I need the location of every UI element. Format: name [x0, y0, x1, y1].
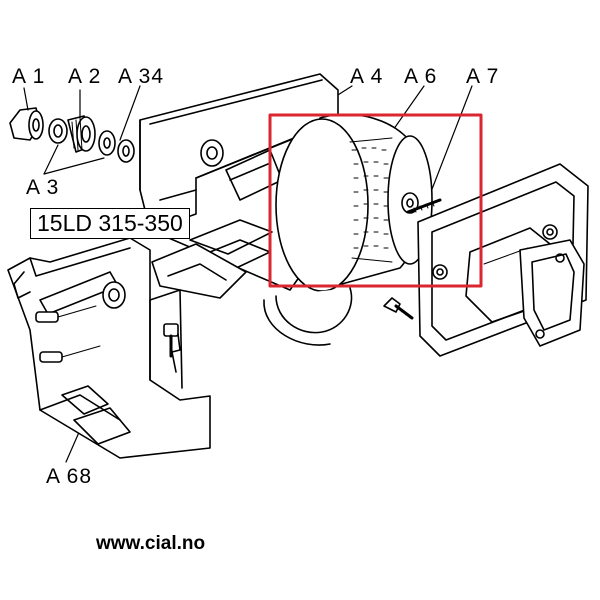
filter-perforations — [351, 147, 389, 249]
washer-part-a34 — [98, 130, 135, 163]
cap-part-a1 — [9, 107, 44, 141]
callout-a3: A 3 — [26, 176, 60, 199]
callout-a7: A 7 — [466, 65, 500, 88]
callout-a4: A 4 — [350, 65, 384, 88]
filter-element-a4-a6 — [275, 113, 433, 292]
screw-part — [383, 297, 414, 320]
stud-bolt-a7 — [406, 198, 442, 214]
bolt-part — [163, 323, 179, 358]
website-link[interactable]: www.cial.no — [96, 533, 206, 554]
intake-duct — [263, 287, 353, 346]
callout-a2: A 2 — [68, 65, 102, 88]
highlight-frame — [268, 113, 483, 288]
callout-a68: A 68 — [46, 465, 93, 488]
callout-a1: A 1 — [12, 65, 46, 88]
callout-a6: A 6 — [404, 65, 438, 88]
seal-part-a2 — [67, 115, 96, 153]
model-label: 15LD 315-350 — [30, 208, 190, 240]
callout-a34: A 34 — [118, 65, 165, 88]
gasket-part — [519, 239, 585, 347]
lower-airbox-housing-a68 — [7, 237, 211, 459]
washer-part — [48, 118, 68, 144]
